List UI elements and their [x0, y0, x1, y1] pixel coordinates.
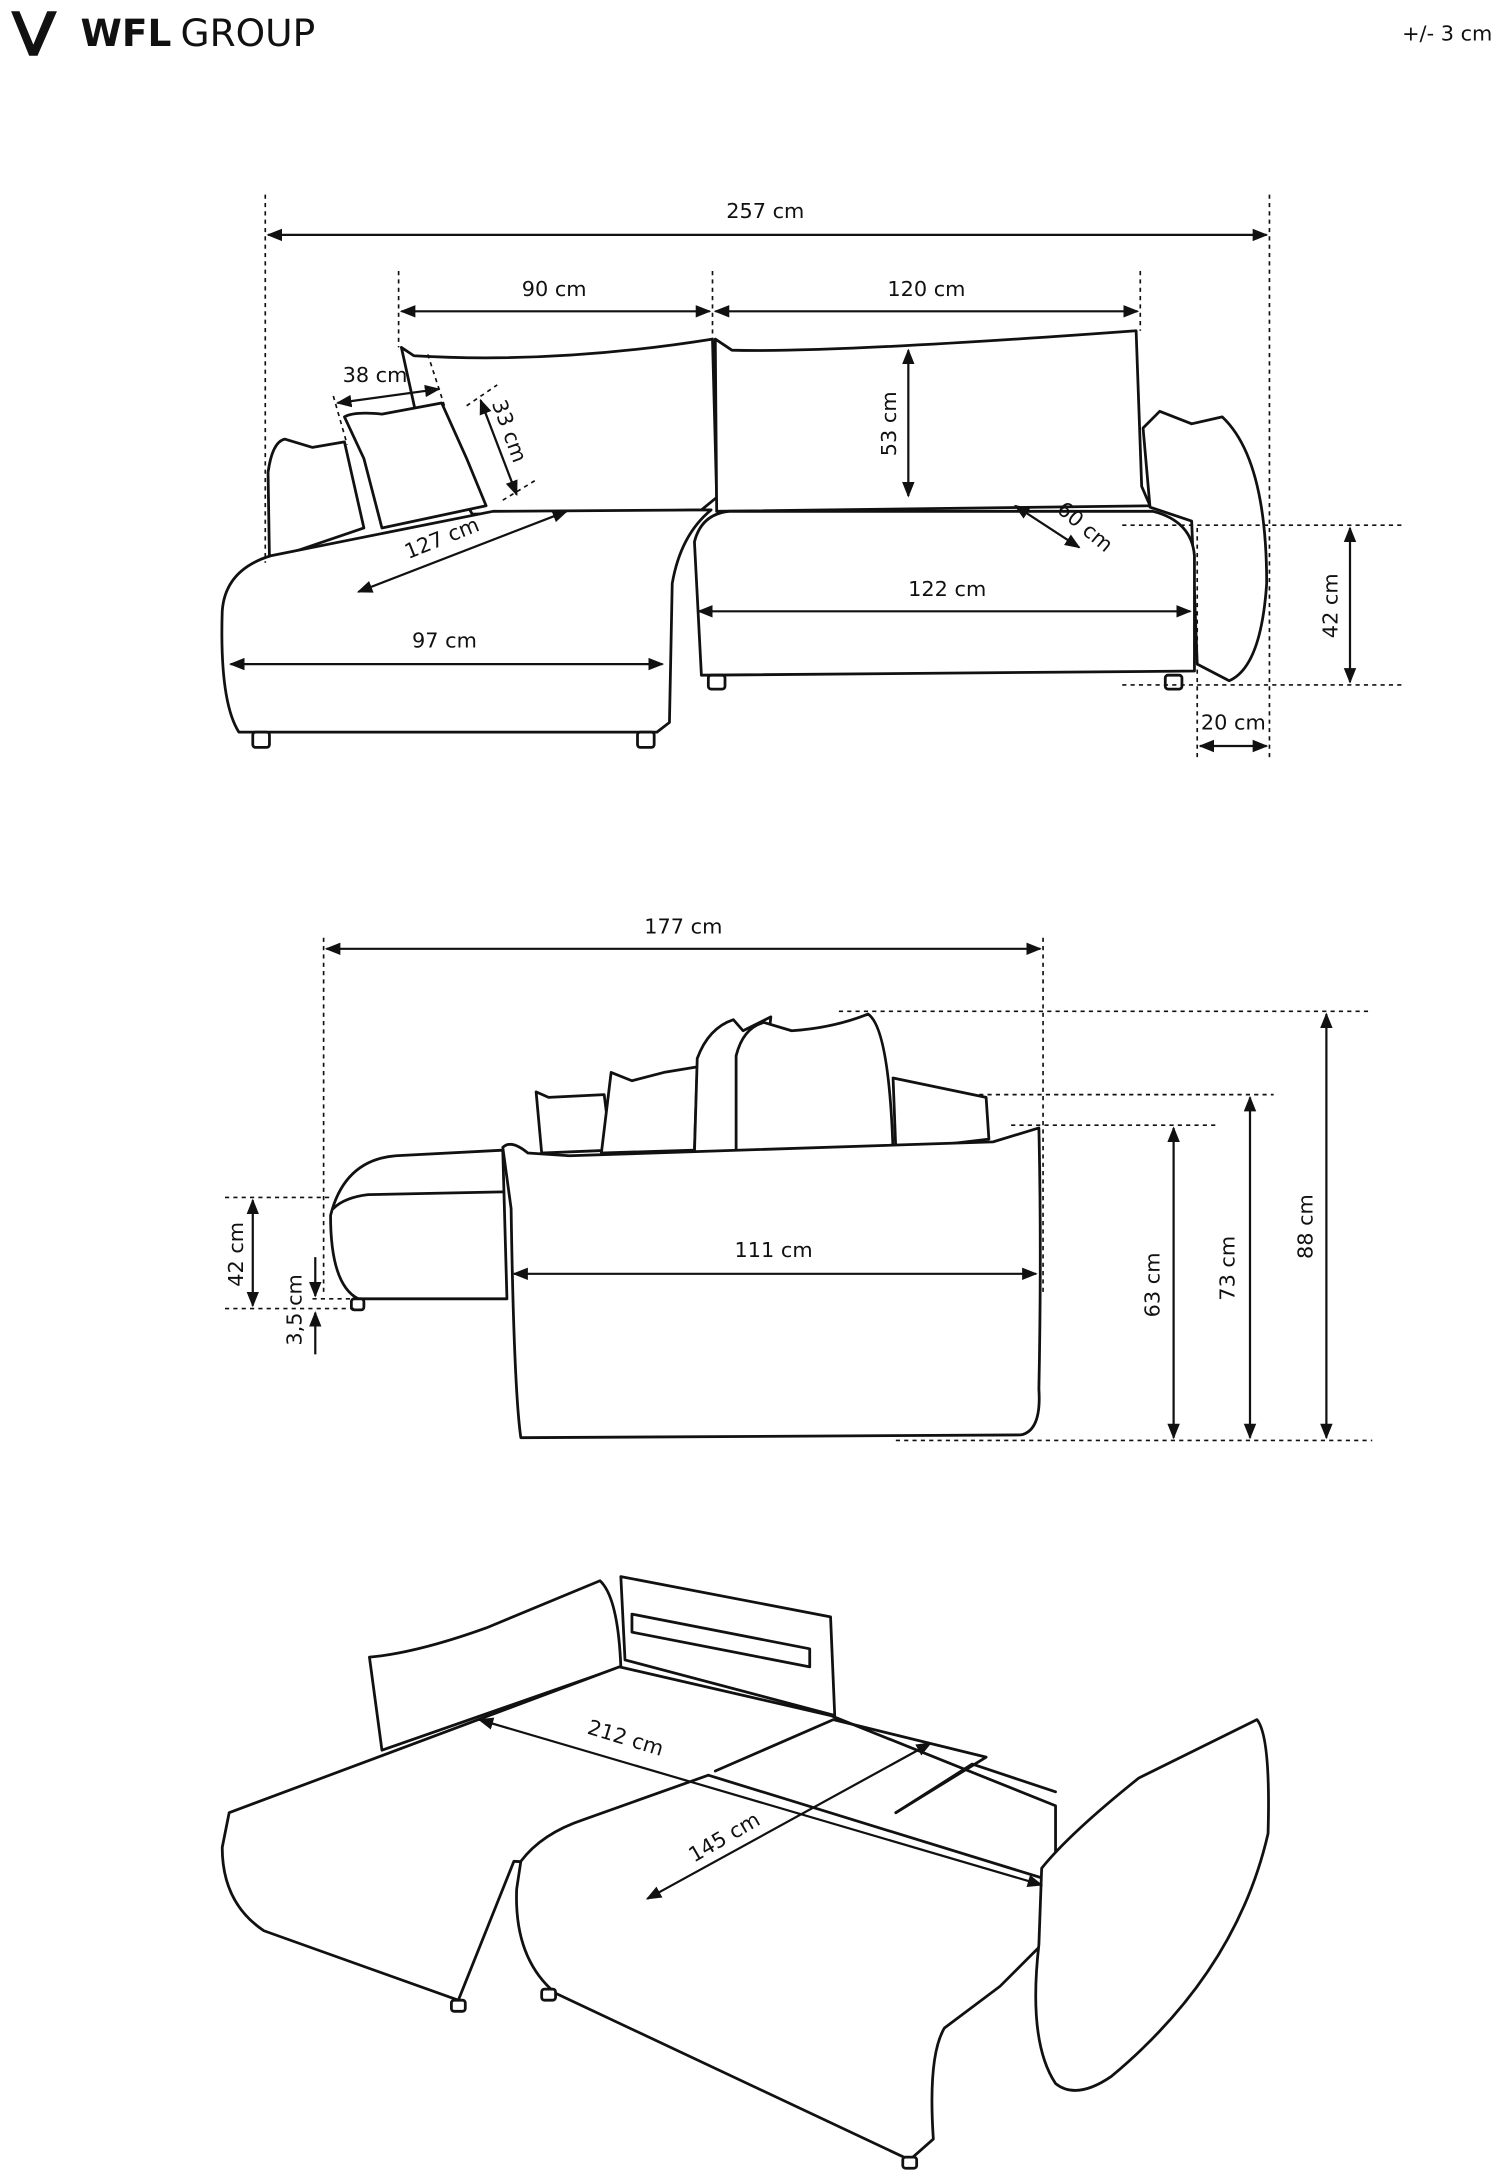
brand-name-light: GROUP [181, 11, 316, 55]
back-cushion-right [713, 329, 1152, 513]
dim-line-pillow-height [479, 398, 518, 497]
left-armrest [266, 437, 366, 560]
dim-label-back-left: 90 cm [522, 277, 587, 301]
brand-name-bold: WFL [81, 11, 172, 55]
dim-label-total-height: 88 cm [1294, 1194, 1318, 1259]
right-armrest [1141, 409, 1269, 683]
dim-label-chaise-height: 42 cm [224, 1222, 248, 1287]
tolerance-note: +/- 3 cm [1402, 21, 1492, 45]
logo-mark-icon [11, 11, 57, 56]
right-seat [693, 509, 1196, 677]
dim-label-pillow-width: 38 cm [343, 363, 408, 387]
sofa-leg [251, 730, 271, 749]
side-pillow [600, 1065, 699, 1155]
side-pillow [534, 1090, 613, 1155]
brand-logo: WFL GROUP [11, 11, 315, 56]
sofa-leg [901, 2155, 919, 2170]
dim-label-armrest-width: 20 cm [1201, 710, 1266, 734]
sofa-leg [349, 1297, 366, 1312]
chaise-longue [220, 508, 713, 734]
dim-line-pillow-width [335, 384, 441, 408]
bed-view: 212 cm 145 cm [220, 1575, 1270, 2170]
dim-label-total-width: 257 cm [726, 199, 804, 223]
right-armrest-bed [1034, 1718, 1270, 2092]
dim-label-back-height: 63 cm [1141, 1252, 1165, 1317]
dim-label-seat-height: 42 cm [1319, 573, 1343, 638]
backrest-panel [619, 1575, 837, 1717]
sofa-leg [450, 1998, 467, 2013]
dim-label-armrest-height: 73 cm [1216, 1236, 1240, 1301]
side-armrest [891, 1076, 991, 1152]
left-back-cushion [368, 1579, 623, 1752]
dim-label-chaise-width: 97 cm [412, 628, 477, 652]
dim-label-seat-width: 122 cm [908, 577, 986, 601]
dim-label-back-right: 120 cm [887, 277, 965, 301]
side-chaise [329, 1148, 509, 1301]
sofa-leg [1163, 673, 1184, 691]
sofa-leg [706, 673, 727, 691]
side-view: 177 cm 111 cm 42 cm 3,5 cm 63 cm 73 cm 8… [224, 915, 1373, 1442]
dim-line-bed-width [645, 1742, 932, 1900]
sofa-leg [540, 1987, 557, 2002]
dim-label-leg-height: 3,5 cm [282, 1274, 306, 1346]
dim-label-side-seat-depth: 111 cm [735, 1238, 813, 1262]
dim-line-seat-depth [1013, 504, 1081, 549]
dim-label-back-cushion-height: 53 cm [877, 391, 901, 456]
side-seat-body [501, 1126, 1042, 1440]
sofa-leg [636, 730, 656, 749]
dim-line-chaise-length [356, 510, 569, 593]
dim-label-total-depth: 177 cm [644, 915, 722, 939]
side-cushion [734, 1012, 895, 1155]
front-view: 257 cm 90 cm 120 cm 38 cm 33 cm 53 cm 12… [220, 194, 1406, 758]
